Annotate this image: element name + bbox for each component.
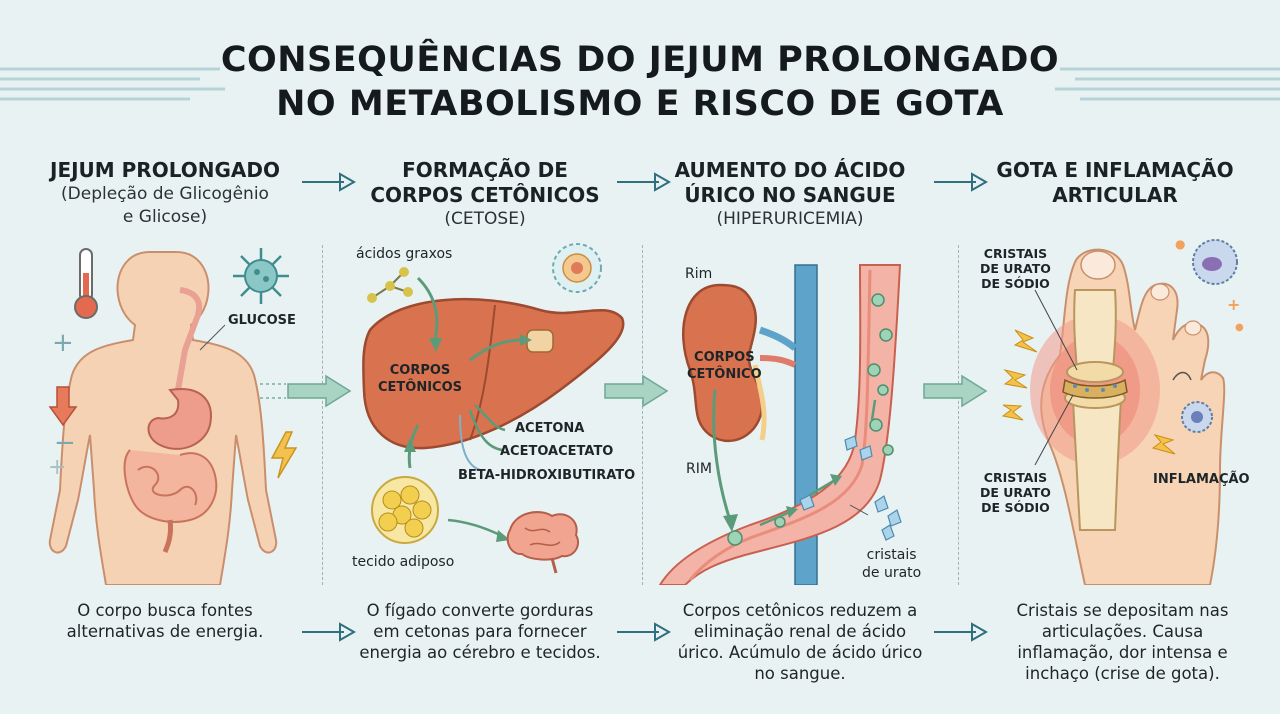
acetoacetate-label: ACETOACETATO xyxy=(500,444,614,459)
divider-3 xyxy=(958,245,959,585)
heading-uric-l2: ÚRICO NO SANGUE xyxy=(684,183,896,207)
heading-gout-l1: GOTA E INFLAMAÇÃO xyxy=(996,158,1234,182)
heading-gout-l2: ARTICULAR xyxy=(1052,183,1178,207)
heading-fasting-sub1: (Depleção de Glicogênio xyxy=(61,184,269,204)
caption-uric-l4: no sangue. xyxy=(754,664,846,683)
heading-uric-l1: AUMENTO DO ÁCIDO xyxy=(674,158,906,182)
stomach xyxy=(147,388,212,450)
foot-joint-illustration: + ● ● xyxy=(1001,237,1244,585)
heading-fasting: JEJUM PROLONGADO (Depleção de Glicogênio… xyxy=(20,158,310,229)
kidney xyxy=(682,283,764,443)
heading-arrow-1 xyxy=(302,172,357,192)
title-decoration-right xyxy=(1055,67,1280,101)
caption-arrow-2 xyxy=(617,622,672,642)
kidney-bottom-label: RIM xyxy=(686,461,712,477)
intestines xyxy=(123,449,218,523)
urate-crystals-l2: de urato xyxy=(862,565,922,581)
title-line-1: CONSEQUÊNCIAS DO JEJUM PROLONGADO xyxy=(220,40,1060,80)
crystals-bottom-l3: DE SÓDIO xyxy=(981,500,1050,515)
glucose-label: GLUCOSE xyxy=(228,313,296,328)
caption-fasting-l2: alternativas de energia. xyxy=(66,622,264,641)
heading-ketosis: FORMAÇÃO DE CORPOS CETÔNICOS (CETOSE) xyxy=(345,158,625,231)
down-arrow-icon xyxy=(48,386,78,427)
title-line-2: NO METABOLISMO E RISCO DE GOTA xyxy=(276,84,1004,124)
bhb-label: BETA-HIDROXIBUTIRATO xyxy=(458,468,636,483)
heading-ketosis-l2: CORPOS CETÔNICOS xyxy=(370,183,600,207)
urate-crystals-l1: cristais xyxy=(866,547,917,563)
liver-illustration xyxy=(362,243,625,574)
caption-gout-l2: articulações. Causa xyxy=(1041,622,1204,641)
caption-ketosis-l3: energia ao cérebro e tecidos. xyxy=(359,643,601,662)
ketone-bodies-l2: CETÔNICOS xyxy=(378,380,463,395)
body-illustration xyxy=(48,251,278,585)
ketone-kidney-label: CORPOS CETÔNICO xyxy=(687,349,762,383)
heading-ketosis-l1: FORMAÇÃO DE xyxy=(402,158,568,182)
heading-ketosis-sub: (CETOSE) xyxy=(444,209,526,229)
plus-icon: + xyxy=(52,328,74,358)
heading-fasting-sub2: e Glicose) xyxy=(122,207,208,227)
immune-cell-top xyxy=(1192,239,1238,285)
caption-uric-l2: eliminação renal de ácido xyxy=(693,622,907,641)
heading-arrow-3 xyxy=(934,172,989,192)
crystals-bottom-label: CRISTAIS DE URATO DE SÓDIO xyxy=(980,470,1051,515)
crystals-bottom-l1: CRISTAIS xyxy=(983,470,1048,485)
caption-fasting-l1: O corpo busca fontes xyxy=(77,601,253,620)
kidney-top-label: Rim xyxy=(685,266,713,282)
divider-1 xyxy=(322,245,323,585)
caption-ketosis-l2: em cetonas para fornecer xyxy=(373,622,587,641)
caption-ketosis-l1: O fígado converte gorduras xyxy=(366,601,594,620)
svg-text:●: ● xyxy=(1235,322,1244,333)
page-title: CONSEQUÊNCIAS DO JEJUM PROLONGADO NO MET… xyxy=(0,38,1280,126)
virus-glucose-icon xyxy=(233,248,289,304)
heading-arrow-2 xyxy=(617,172,672,192)
ketone-kidney-l2: CETÔNICO xyxy=(687,367,762,382)
ketone-kidney-l1: CORPOS xyxy=(694,350,755,365)
ketone-bodies-label: CORPOS CETÔNICOS xyxy=(378,362,462,396)
caption-uric: Corpos cetônicos reduzem a eliminação re… xyxy=(665,600,935,684)
flow-arrow-3 xyxy=(923,374,988,408)
caption-arrow-1 xyxy=(302,622,357,642)
caption-ketosis: O fígado converte gorduras em cetonas pa… xyxy=(345,600,615,663)
svg-text:●: ● xyxy=(1175,237,1185,251)
caption-uric-l1: Corpos cetônicos reduzem a xyxy=(682,601,918,620)
svg-text:+: + xyxy=(1227,295,1240,314)
acetone-label: ACETONA xyxy=(515,421,585,436)
heading-uric-sub: (HIPERURICEMIA) xyxy=(716,209,864,229)
kidney-vessel-illustration xyxy=(658,264,902,585)
urate-crystals-label: cristais de urato xyxy=(862,546,921,582)
thermometer-icon xyxy=(74,248,98,319)
flow-arrow-2 xyxy=(604,374,669,408)
heading-gout: GOTA E INFLAMAÇÃO ARTICULAR xyxy=(980,158,1250,208)
divider-2 xyxy=(642,245,643,585)
adipose-tissue xyxy=(371,476,439,544)
title-decoration-left xyxy=(0,67,225,101)
caption-gout-l4: inchaço (crise de gota). xyxy=(1025,664,1220,683)
heading-uric-acid: AUMENTO DO ÁCIDO ÚRICO NO SANGUE (HIPERU… xyxy=(660,158,920,231)
crystals-top-l1: CRISTAIS xyxy=(983,246,1048,261)
caption-gout: Cristais se depositam nas articulações. … xyxy=(985,600,1260,684)
ketone-bodies-l1: CORPOS xyxy=(389,363,451,378)
crystals-top-l3: DE SÓDIO xyxy=(981,276,1050,291)
crystals-top-label: CRISTAIS DE URATO DE SÓDIO xyxy=(980,246,1051,291)
caption-arrow-3 xyxy=(934,622,989,642)
caption-gout-l1: Cristais se depositam nas xyxy=(1016,601,1229,620)
inflammation-label: INFLAMAÇÃO xyxy=(1153,472,1250,487)
caption-uric-l3: úrico. Acúmulo de ácido úrico xyxy=(677,643,923,662)
immune-cell-bottom xyxy=(1181,401,1213,433)
caption-fasting: O corpo busca fontes alternativas de ene… xyxy=(30,600,300,642)
fatty-acids-label: ácidos graxos xyxy=(356,246,453,262)
adipose-label: tecido adiposo xyxy=(352,554,455,570)
crystals-bottom-l2: DE URATO xyxy=(980,485,1051,500)
heading-fasting-title: JEJUM PROLONGADO xyxy=(50,158,280,182)
flow-arrow-1 xyxy=(260,374,352,408)
brain xyxy=(506,511,580,574)
minus-icon: − xyxy=(54,428,76,458)
crystals-top-l2: DE URATO xyxy=(980,261,1051,276)
plus-small-icon: + xyxy=(48,455,67,480)
caption-gout-l3: inflamação, dor intensa e xyxy=(1017,643,1228,662)
lightning-icon xyxy=(270,431,298,479)
